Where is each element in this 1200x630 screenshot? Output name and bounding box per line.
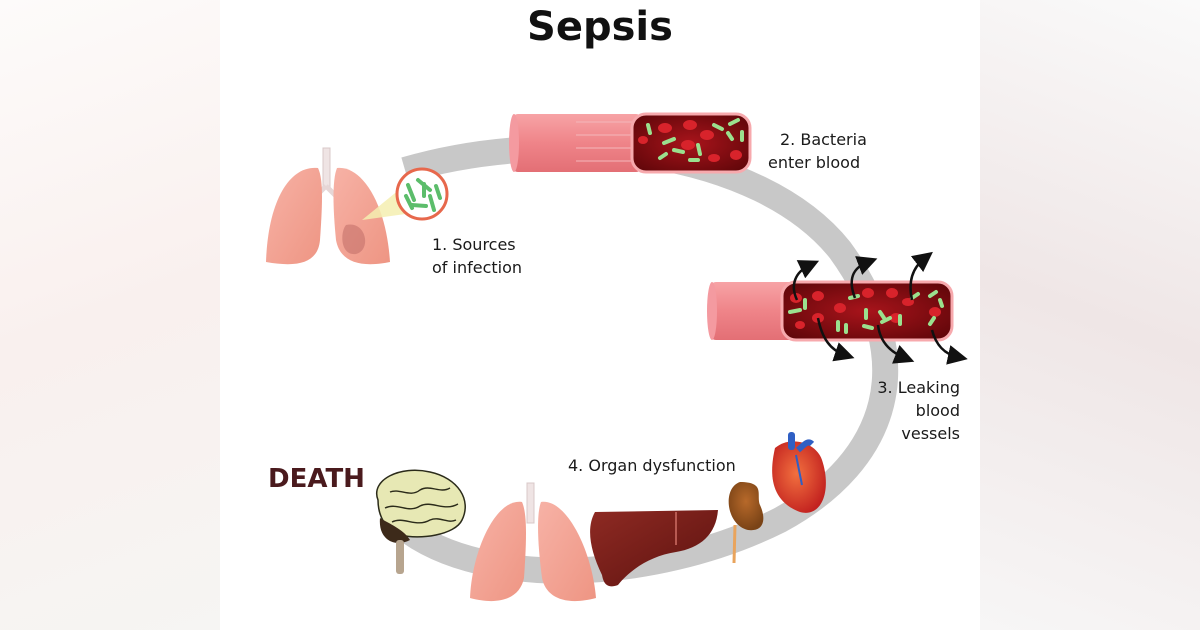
step-4-label: 4. Organ dysfunction xyxy=(568,454,736,477)
step-3-label-line2: blood xyxy=(915,401,960,420)
liver-icon xyxy=(590,510,718,587)
step-2-label-line1: 2. Bacteria xyxy=(780,130,867,149)
step-2-label: 2. Bacteria enter blood xyxy=(768,128,867,174)
step-1-label-line1: 1. Sources xyxy=(432,235,516,254)
step-1-label: 1. Sources of infection xyxy=(432,233,522,279)
blood-vessel-icon xyxy=(509,112,752,174)
diagram-title: Sepsis xyxy=(527,4,673,50)
step-4-label-line1: 4. Organ dysfunction xyxy=(568,456,736,475)
step-3-label-line1: 3. Leaking xyxy=(877,378,960,397)
background-right xyxy=(980,0,1200,630)
death-label: DEATH xyxy=(268,464,365,494)
leak-arrows xyxy=(792,251,968,365)
step-3-label: 3. Leaking blood vessels xyxy=(860,376,960,445)
background-left xyxy=(0,0,220,630)
heart-icon xyxy=(772,432,826,513)
lungs-icon xyxy=(470,482,596,602)
leaking-vessel-icon xyxy=(707,251,968,365)
step-2-label-line2: enter blood xyxy=(768,153,861,172)
step-3-label-line3: vessels xyxy=(901,424,960,443)
brain-icon xyxy=(375,469,466,574)
step-1-label-line2: of infection xyxy=(432,258,523,277)
kidney-icon xyxy=(728,482,764,564)
lungs-infected-icon xyxy=(266,147,449,265)
